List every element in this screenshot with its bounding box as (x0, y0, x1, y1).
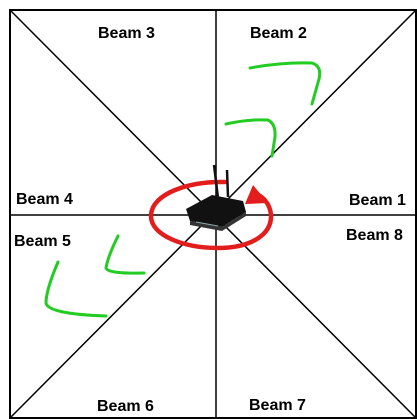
router-antenna-left (212, 164, 220, 199)
signal-arc-inner (104, 234, 146, 275)
beam-3-label: Beam 3 (98, 25, 155, 42)
signal-wave-icon (44, 234, 146, 318)
beam-7-label: Beam 7 (249, 397, 306, 414)
signal-arc-lower (224, 118, 277, 158)
signal-arc-upper (248, 61, 322, 106)
signal-arc-outer (44, 260, 108, 318)
beam-6-label: Beam 6 (97, 398, 154, 415)
beam-5-label: Beam 5 (14, 233, 71, 250)
router-base (190, 212, 246, 231)
beam-8-label: Beam 8 (346, 227, 403, 244)
router-icon (186, 164, 246, 231)
beam-4-label: Beam 4 (16, 191, 73, 208)
beam-2-label: Beam 2 (250, 25, 307, 42)
router-led-strip (195, 221, 219, 227)
rotation-arrow-icon (148, 179, 274, 251)
rotation-arrowhead-icon (245, 185, 268, 204)
signal-wave-icon (224, 61, 322, 158)
router-body (186, 195, 246, 227)
router-antenna-right (225, 169, 230, 198)
beam-1-label: Beam 1 (349, 192, 406, 209)
